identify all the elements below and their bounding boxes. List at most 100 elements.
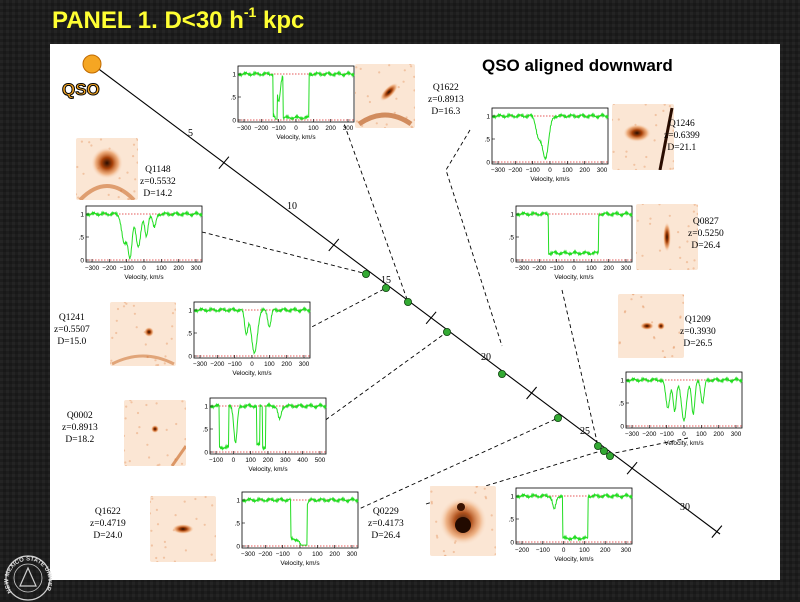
absorber-dot: [361, 269, 370, 278]
x-tick-label: 200: [281, 361, 292, 368]
galaxy-image: [430, 486, 496, 556]
x-tick-label: −200: [532, 265, 547, 272]
absorber-z: z=0.5532: [140, 177, 176, 187]
x-tick-label: −300: [193, 361, 208, 368]
flux-curve: [194, 306, 311, 355]
y-tick-label: 0: [80, 258, 84, 265]
y-tick-label: 1: [236, 498, 240, 505]
absorber-name: Q1209: [684, 315, 711, 325]
flux-curve: [516, 210, 633, 257]
distance-tick: [218, 156, 230, 170]
x-axis-label: Velocity, km/s: [554, 556, 594, 563]
y-tick-label: 1: [486, 114, 490, 121]
x-tick-label: 100: [312, 551, 323, 558]
distance-tick-label: 25: [580, 426, 590, 437]
absorber-dot: [442, 327, 451, 336]
absorber-d: D=26.4: [371, 531, 401, 541]
absorber-d: D=15.0: [57, 337, 87, 347]
y-tick-label: 0: [620, 424, 624, 431]
y-tick-label: 1: [232, 72, 236, 79]
absorber-name: Q1622: [432, 83, 459, 93]
flux-curve: [492, 112, 609, 160]
y-tick-label: 1: [188, 308, 192, 315]
distance-tick-label: 5: [188, 128, 193, 139]
galaxy-image: [355, 64, 415, 128]
y-tick-label: 0: [188, 354, 192, 361]
x-tick-label: 300: [621, 265, 632, 272]
galaxy-image: [612, 104, 674, 170]
x-tick-label: −200: [254, 125, 269, 132]
qso-dot: [82, 54, 102, 74]
galaxy-image: [110, 302, 176, 366]
x-tick-label: −200: [210, 361, 225, 368]
x-axis-label: Velocity, km/s: [280, 560, 320, 567]
svg-text:NEW MEXICO STATE UNIVERSITY: NEW MEXICO STATE UNIVERSITY: [2, 552, 52, 594]
absorber-dot: [594, 441, 603, 450]
flux-curve: [626, 376, 743, 422]
absorber-d: D=16.3: [431, 107, 461, 117]
x-axis-label: Velocity, km/s: [124, 274, 164, 281]
distance-tick-label: 10: [287, 201, 297, 212]
y-tick-label: 1: [510, 212, 514, 219]
y-tick-label: .5: [619, 401, 625, 408]
slide-title-unit: kpc: [256, 7, 305, 34]
y-tick-label: .5: [79, 235, 85, 242]
flux-curve: [516, 492, 633, 542]
x-axis-label: Velocity, km/s: [248, 466, 288, 473]
x-tick-label: 0: [682, 431, 686, 438]
flux-curve: [86, 210, 203, 260]
distance-tick: [328, 238, 340, 252]
x-tick-label: 100: [156, 265, 167, 272]
absorber-dot: [606, 451, 615, 460]
distance-tick: [711, 525, 723, 539]
x-tick-label: 300: [621, 547, 632, 554]
qso-label: QSO: [62, 80, 101, 100]
flux-curve: [238, 70, 355, 121]
x-tick-label: 0: [232, 457, 236, 464]
absorber-dot: [403, 297, 412, 306]
absorber-z: z=0.4719: [90, 519, 126, 529]
absorber-z: z=0.6399: [664, 131, 700, 141]
y-tick-label: .5: [187, 331, 193, 338]
galaxy-image: [150, 496, 216, 562]
x-tick-label: 200: [600, 547, 611, 554]
y-tick-label: .5: [231, 95, 237, 102]
y-tick-label: .5: [509, 517, 515, 524]
x-axis-label: Velocity, km/s: [276, 134, 316, 141]
x-tick-label: 200: [329, 551, 340, 558]
x-tick-label: −100: [536, 547, 551, 554]
x-tick-label: 100: [579, 547, 590, 554]
x-tick-label: −300: [85, 265, 100, 272]
distance-tick: [425, 311, 437, 325]
x-tick-label: 300: [347, 551, 358, 558]
x-tick-label: −300: [625, 431, 640, 438]
distance-tick-label: 15: [381, 275, 391, 286]
x-tick-label: −200: [508, 167, 523, 174]
flux-curve: [242, 496, 359, 546]
x-tick-label: 200: [713, 431, 724, 438]
x-tick-label: −300: [491, 167, 506, 174]
x-axis-label: Velocity, km/s: [530, 176, 570, 183]
panel-heading: QSO aligned downward: [482, 56, 673, 75]
absorber-d: D=21.1: [667, 143, 697, 153]
galaxy-image: [124, 400, 186, 466]
absorber-name: Q1246: [668, 119, 695, 129]
distance-tick: [626, 461, 638, 475]
absorber-name: Q1148: [145, 165, 171, 175]
absorber-dot: [497, 369, 506, 378]
absorber-name: Q1622: [94, 507, 121, 517]
absorber-z: z=0.4173: [368, 519, 404, 529]
x-tick-label: 300: [597, 167, 608, 174]
x-tick-label: 0: [142, 265, 146, 272]
x-tick-label: −100: [120, 265, 135, 272]
leader-line: [609, 437, 689, 455]
y-tick-label: 0: [204, 450, 208, 457]
